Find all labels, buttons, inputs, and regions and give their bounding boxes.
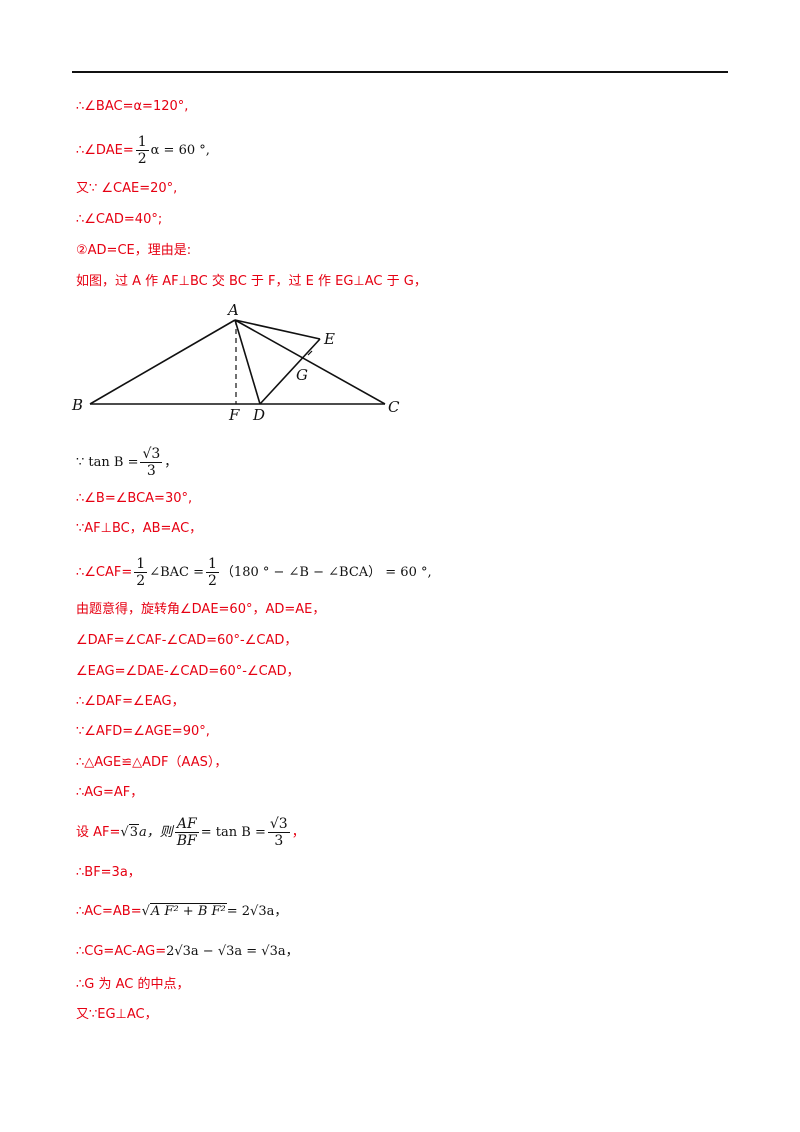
header-rule — [72, 71, 728, 73]
line-daf-eq-eag: ∴∠DAF=∠EAG， — [76, 694, 185, 709]
label-f: F — [228, 406, 240, 424]
sqrt-pythagoras: √A F² + B F² — [141, 903, 227, 919]
label-b: B — [71, 396, 83, 414]
label-d: D — [252, 406, 265, 424]
line-rotation: 由题意得，旋转角∠DAE=60°，AD=AE， — [76, 602, 326, 617]
line-g-midpoint: ∴G 为 AC 的中点， — [76, 977, 190, 992]
line-construction: 如图，过 A 作 AF⊥BC 交 BC 于 F，过 E 作 EG⊥AC 于 G， — [76, 274, 427, 289]
line-b-bca: ∴∠B=∠BCA=30°, — [76, 491, 193, 506]
label-g: G — [296, 366, 308, 384]
geometry-figure: A B C D E F G — [71, 301, 400, 424]
line-eg-perp: 又∵EG⊥AC， — [76, 1007, 158, 1022]
label-a: A — [226, 301, 239, 319]
label-c: C — [388, 398, 400, 416]
label-e: E — [323, 330, 335, 348]
sqrt-3: √3 — [120, 824, 139, 840]
line-right-angles: ∵∠AFD=∠AGE=90°, — [76, 724, 210, 739]
line-cae: 又∵ ∠CAE=20°, — [76, 181, 178, 196]
line-bf: ∴BF=3a， — [76, 865, 141, 880]
line-bac: ∴∠BAC=α=120°, — [76, 99, 189, 114]
line-eag: ∠EAG=∠DAE-∠CAD=60°-∠CAD， — [76, 664, 300, 679]
line-congruence: ∴△AGE≌△ADF（AAS）， — [76, 755, 228, 770]
line-cg: ∴CG=AC-AG=2√3a − √3a = √3a， — [76, 944, 299, 959]
line-ag-af: ∴AG=AF， — [76, 785, 144, 800]
line-claim: ②AD=CE，理由是: — [76, 243, 192, 258]
line-daf: ∠DAF=∠CAF-∠CAD=60°-∠CAD， — [76, 633, 298, 648]
line-af-perp: ∵AF⊥BC，AB=AC， — [76, 521, 203, 536]
line-ac-ab: ∴AC=AB=√A F² + B F²= 2√3a， — [76, 903, 288, 919]
line-cad: ∴∠CAD=40°; — [76, 212, 163, 227]
